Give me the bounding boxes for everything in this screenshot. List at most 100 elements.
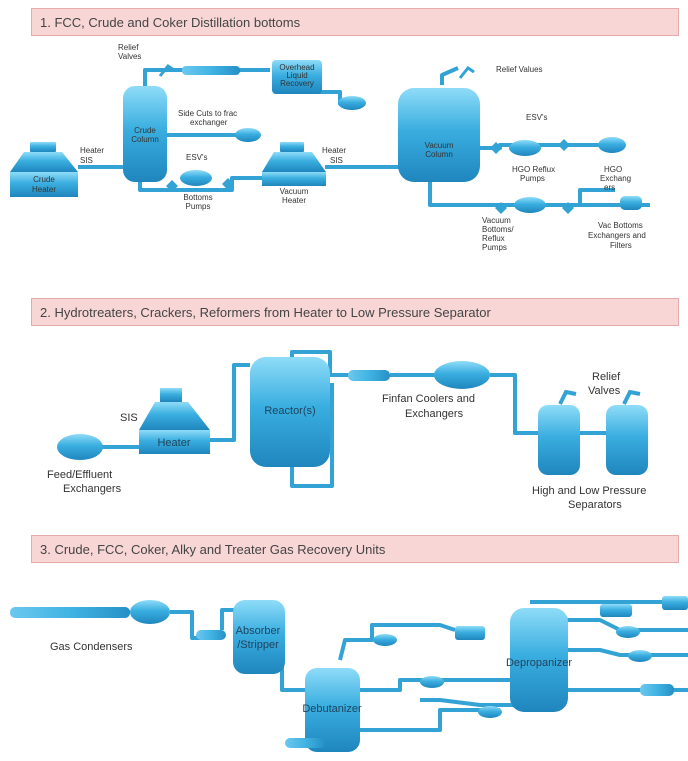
separators-label-1: High and Low Pressure xyxy=(532,485,646,497)
gas-condenser-line xyxy=(10,607,130,618)
gas-condensers-label: Gas Condensers xyxy=(50,641,133,653)
hgo-exchang-label-1: HGO xyxy=(604,165,622,174)
depropanizer-pump-1 xyxy=(616,626,640,638)
vacuum-bottoms-label-1: Vacuum xyxy=(482,216,511,225)
finfan-label-1: Finfan Coolers and xyxy=(382,393,475,405)
relief-label-2: Valves xyxy=(588,385,621,397)
depropanizer: Depropanizer xyxy=(506,608,572,712)
crude-heater-label-1: Crude xyxy=(33,175,55,184)
relief-valve-left-icon xyxy=(158,63,175,77)
depropanizer-drum-1 xyxy=(600,604,632,617)
esv-valve-left-icon-2 xyxy=(222,178,234,190)
overhead-pump xyxy=(338,96,366,110)
depropanizer-label: Depropanizer xyxy=(506,657,572,669)
overhead-liquid-recovery: Overhead Liquid Recovery xyxy=(272,60,322,94)
vacuum-heater: Vacuum Heater xyxy=(262,142,326,205)
esvs-left-label: ESV's xyxy=(186,153,208,162)
high-pressure-separator xyxy=(538,405,580,475)
esvs-right-label: ESV's xyxy=(526,113,548,122)
absorber-stripper: Absorber /Stripper xyxy=(233,600,285,674)
vacuum-bottoms-label-3: Reflux xyxy=(482,234,505,243)
relief-label-1: Relief xyxy=(592,371,621,383)
side-cuts-label-2: exchanger xyxy=(190,118,228,127)
gas-condenser xyxy=(130,600,170,624)
crude-column-label-2: Column xyxy=(131,135,159,144)
bottoms-pump xyxy=(180,170,212,186)
reactor-label: Reactor(s) xyxy=(264,405,315,417)
feed-effluent-label-1: Feed/Effluent xyxy=(47,469,112,481)
debutanizer-pump xyxy=(420,676,444,688)
feed-effluent-label-2: Exchangers xyxy=(63,483,122,495)
vacuum-bottoms-label-4: Pumps xyxy=(482,243,507,252)
vacuum-heater-label-1: Vacuum xyxy=(280,187,309,196)
vac-bottoms-label-1: Vac Bottoms xyxy=(598,221,643,230)
depropanizer-exchanger xyxy=(640,684,674,696)
hgo-exchanger xyxy=(598,137,626,153)
bottoms-pumps-label-2: Pumps xyxy=(186,202,211,211)
overhead-label-2: Liquid xyxy=(286,71,307,80)
side-cuts-label-1: Side Cuts to frac xyxy=(178,109,237,118)
vacuum-heater-label-2: Heater xyxy=(282,196,306,205)
finfan-exchanger xyxy=(434,361,490,389)
section-2-banner: 2. Hydrotreaters, Crackers, Reformers fr… xyxy=(31,298,679,326)
esv-valve-right-icon-3 xyxy=(495,202,507,214)
section-1-banner: 1. FCC, Crude and Coker Distillation bot… xyxy=(31,8,679,36)
process-heater: Heater xyxy=(139,388,210,454)
hgo-reflux-label-1: HGO Reflux xyxy=(512,165,555,174)
hgo-exchang-label-3: ers xyxy=(604,183,615,192)
absorber-label-1: Absorber xyxy=(236,625,281,637)
sis-label: SIS xyxy=(120,412,138,424)
relief-valves-left-b: Valves xyxy=(118,52,141,61)
vac-bottoms-label-3: Filters xyxy=(610,241,632,250)
side-cut-exchanger xyxy=(235,128,261,142)
debutanizer-reboiler xyxy=(285,738,325,748)
crude-heater: Crude Heater xyxy=(10,142,78,197)
esv-valve-right-icon-1 xyxy=(490,142,502,154)
heater-sis-1-a: Heater xyxy=(80,146,104,155)
absorber-label-2: /Stripper xyxy=(237,639,279,651)
vacuum-bottoms-label-2: Bottoms/ xyxy=(482,225,514,234)
separators-label-2: Separators xyxy=(568,499,622,511)
bottoms-pumps-label-1: Bottoms xyxy=(183,193,212,202)
condenser-drum xyxy=(196,630,226,640)
depropanizer-drum-2 xyxy=(662,596,688,610)
overhead-exchanger xyxy=(182,66,240,75)
finfan-cooler xyxy=(348,370,390,381)
debutanizer: Debutanizer xyxy=(302,668,362,752)
hgo-exchang-label-2: Exchang xyxy=(600,174,631,183)
debutanizer-label: Debutanizer xyxy=(302,703,362,715)
esv-valve-right-icon-2 xyxy=(558,139,570,151)
low-pressure-separator xyxy=(606,405,648,475)
overhead-label-1: Overhead xyxy=(279,63,314,72)
overhead-label-3: Recovery xyxy=(280,79,314,88)
reactor: Reactor(s) xyxy=(250,357,330,467)
crude-column: Crude Column xyxy=(123,86,167,182)
crude-column-label-1: Crude xyxy=(134,126,156,135)
relief-valve-hp-icon xyxy=(558,389,577,405)
vac-bottoms-label-2: Exchangers and xyxy=(588,231,646,240)
vacuum-bottoms-pump xyxy=(514,197,546,213)
depropanizer-pump-2 xyxy=(628,650,652,662)
debutanizer-bottoms-pump xyxy=(478,706,502,718)
heater-label: Heater xyxy=(157,437,190,449)
section-2-diagram xyxy=(100,350,606,488)
relief-valve-right-icon xyxy=(458,65,475,79)
hgo-reflux-pump xyxy=(509,140,541,156)
esv-valve-right-icon-4 xyxy=(562,202,574,214)
vacuum-column: Vacuum Column xyxy=(398,88,480,182)
esv-valve-left-icon xyxy=(166,180,178,192)
relief-valves-left-a: Relief xyxy=(118,43,139,52)
relief-valve-lp-icon xyxy=(622,389,641,405)
vac-bottoms-exchanger xyxy=(620,196,642,210)
feed-effluent-exchanger xyxy=(57,434,103,460)
vacuum-column-label-1: Vacuum xyxy=(425,141,454,150)
hgo-reflux-label-2: Pumps xyxy=(520,174,545,183)
finfan-label-2: Exchangers xyxy=(405,408,464,420)
heater-sis-2-a: Heater xyxy=(322,146,346,155)
section-3-banner: 3. Crude, FCC, Coker, Alky and Treater G… xyxy=(31,535,679,563)
vacuum-column-label-2: Column xyxy=(425,150,453,159)
relief-values-right-label: Relief Values xyxy=(496,65,543,74)
heater-sis-1-b: SIS xyxy=(80,156,93,165)
heater-sis-2-b: SIS xyxy=(330,156,343,165)
